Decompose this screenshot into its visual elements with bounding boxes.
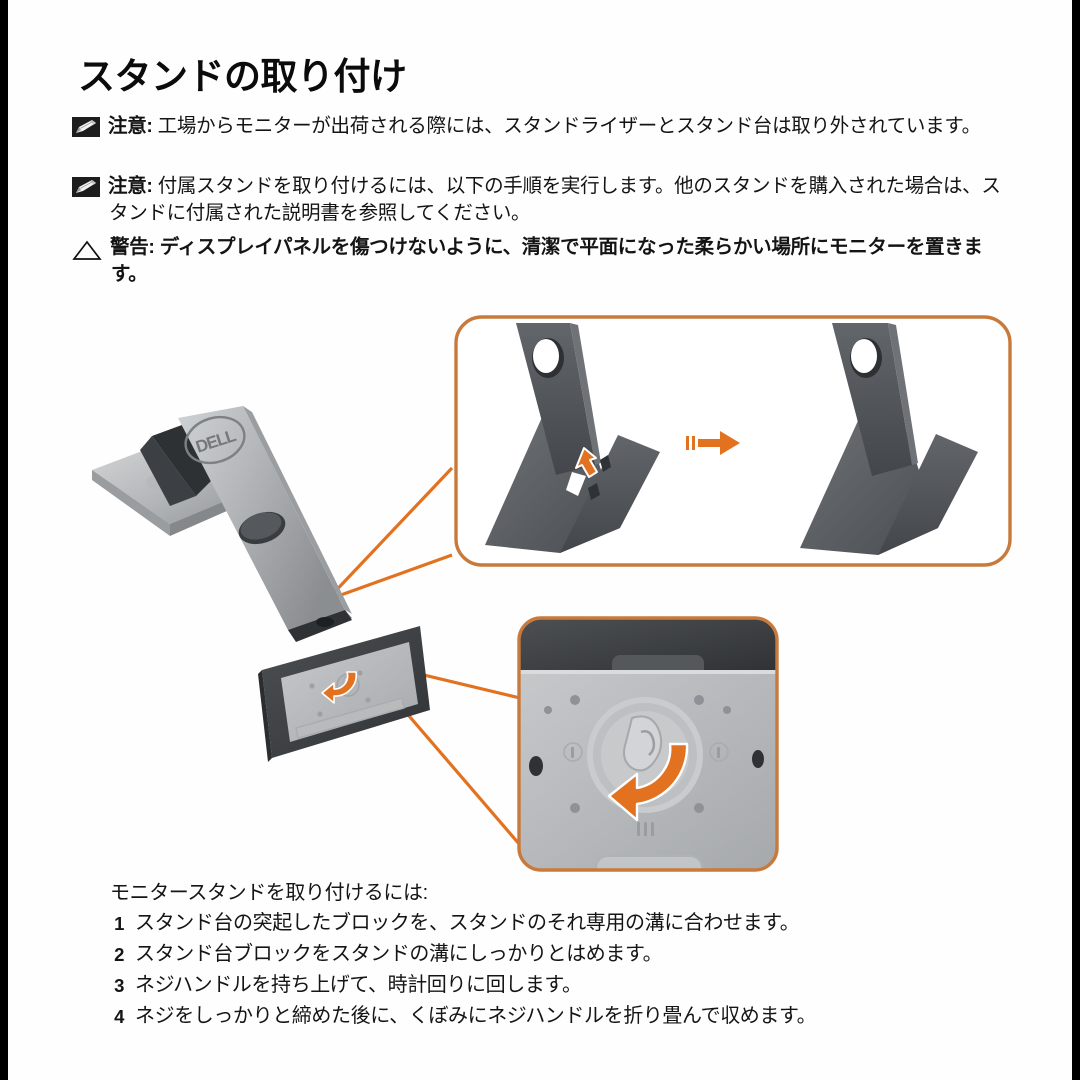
step-text-4: ネジをしっかりと締めた後に、くぼみにネジハンドルを折り畳んで収めます。 — [135, 1005, 817, 1027]
step-number-1: 1 — [114, 913, 124, 934]
note-text-1: 注意: 工場からモニターが出荷される際には、スタンドライザーとスタンド台は取り外… — [108, 113, 981, 140]
step-number-3: 3 — [114, 975, 124, 996]
monitor-back-panel — [258, 626, 430, 762]
step-text-3: ネジハンドルを持ち上げて、時計回りに回します。 — [135, 974, 582, 996]
page-title: スタンドの取り付け — [78, 56, 407, 97]
warning-block: 警告: ディスプレイパネルを傷つけないように、清潔で平面になった柔らかい場所にモ… — [72, 234, 1012, 288]
note-pencil-icon — [72, 177, 100, 197]
warning-text: 警告: ディスプレイパネルを傷つけないように、清潔で平面になった柔らかい場所にモ… — [110, 234, 1012, 288]
up-arrow-icon — [575, 447, 598, 478]
screw-handle-callout — [517, 616, 779, 872]
procedure-block: モニタースタンドを取り付けるには: 1 スタンド台の突起したブロックを、スタンド… — [110, 878, 990, 1032]
page-edge-bar-left — [0, 0, 8, 1080]
procedure-step-4: 4 ネジをしっかりと締めた後に、くぼみにネジハンドルを折り畳んで収めます。 — [110, 1001, 990, 1032]
note-block-2: 注意: 付属スタンドを取り付けるには、以下の手順を実行します。他のスタンドを購入… — [72, 173, 1012, 227]
step-text-2: スタンド台ブロックをスタンドの溝にしっかりとはめます。 — [135, 943, 663, 965]
stand-assembly-figure: DELL — [0, 300, 1080, 880]
callout-scene-after — [800, 323, 978, 555]
page-edge-bar-right — [1072, 0, 1080, 1080]
right-arrow-icon — [686, 431, 740, 455]
step-number-2: 2 — [114, 944, 124, 965]
procedure-step-3: 3 ネジハンドルを持ち上げて、時計回りに回します。 — [110, 970, 990, 1001]
note-lead-1: 注意: — [108, 115, 153, 137]
note-pencil-icon — [72, 117, 100, 137]
vesa-screw-holes — [309, 670, 371, 717]
warning-body: ディスプレイパネルを傷つけないように、清潔で平面になった柔らかい場所にモニターを… — [111, 236, 983, 285]
stand-base-insert-callout — [454, 315, 1012, 567]
note-text-2: 注意: 付属スタンドを取り付けるには、以下の手順を実行します。他のスタンドを購入… — [108, 173, 1012, 227]
note-body-2: 付属スタンドを取り付けるには、以下の手順を実行します。他のスタンドを購入された場… — [109, 175, 1001, 224]
step-text-1: スタンド台の突起したブロックを、スタンドのそれ専用の溝に合わせます。 — [135, 912, 800, 934]
note-lead-2: 注意: — [108, 175, 153, 197]
procedure-intro: モニタースタンドを取り付けるには: — [110, 882, 428, 904]
warning-triangle-icon — [72, 240, 102, 260]
stand-riser-assembly: DELL — [92, 406, 352, 642]
note-body-1: 工場からモニターが出荷される際には、スタンドライザーとスタンド台は取り外されてい… — [152, 115, 981, 137]
rotate-clockwise-arrow-icon — [607, 742, 689, 822]
panel-markings — [563, 742, 729, 836]
note-block-1: 注意: 工場からモニターが出荷される際には、スタンドライザーとスタンド台は取り外… — [72, 113, 1012, 140]
procedure-step-1: 1 スタンド台の突起したブロックを、スタンドのそれ専用の溝に合わせます。 — [110, 908, 990, 939]
procedure-step-2: 2 スタンド台ブロックをスタンドの溝にしっかりとはめます。 — [110, 939, 990, 970]
callout-scene-before — [485, 323, 660, 553]
warning-lead: 警告: — [110, 236, 155, 258]
vesa-screw-holes — [544, 695, 731, 813]
step-number-4: 4 — [114, 1006, 124, 1027]
rotate-clockwise-arrow-icon — [321, 671, 358, 704]
